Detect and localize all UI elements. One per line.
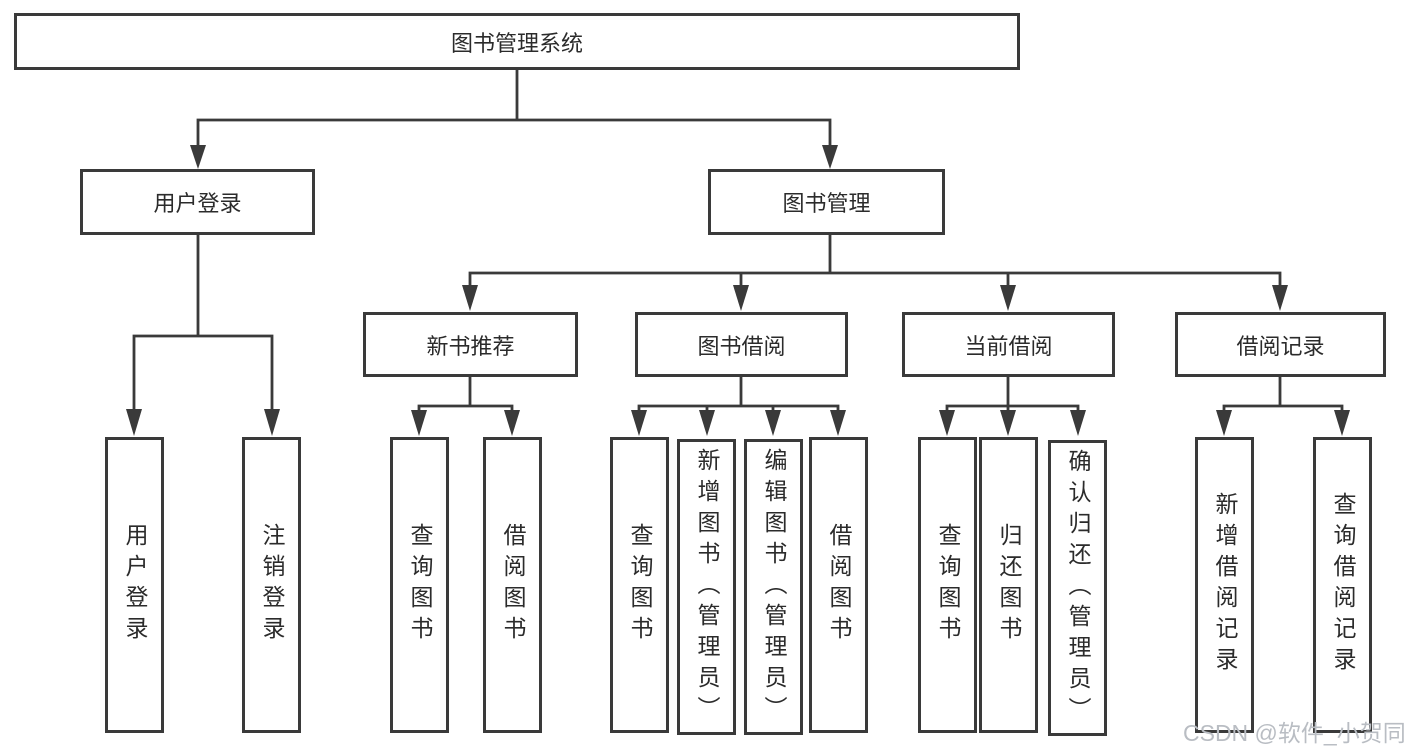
node-label: 借阅图书 <box>500 523 526 647</box>
node-label: 查询借阅记录 <box>1330 492 1356 678</box>
node-label: 图书管理系统 <box>450 30 583 56</box>
node-label: 借阅记录 <box>1236 333 1325 359</box>
node-query-books-current: 查询图书 <box>918 437 977 733</box>
node-label: 用户登录 <box>153 191 242 216</box>
node-label: 新增借阅记录 <box>1212 492 1238 678</box>
node-label: 图书借阅 <box>697 333 786 359</box>
node-label: 注销登录 <box>259 523 285 647</box>
node-user-login: 用户登录 <box>80 169 315 235</box>
node-edit-book-admin: 编辑图书（管理员） <box>744 439 803 735</box>
node-query-books-borrow: 查询图书 <box>610 437 669 733</box>
node-current-borrow: 当前借阅 <box>902 312 1115 377</box>
node-label: 查询图书 <box>627 523 653 647</box>
node-query-borrow-record: 查询借阅记录 <box>1313 437 1372 733</box>
node-library-management-system: 图书管理系统 <box>14 13 1020 70</box>
watermark: CSDN @软件_小贺同学 <box>1183 720 1405 746</box>
node-label: 查询图书 <box>935 523 961 647</box>
node-borrow-books-recommend: 借阅图书 <box>483 437 542 733</box>
node-logout: 注销登录 <box>242 437 301 733</box>
node-add-book-admin: 新增图书（管理员） <box>677 439 736 735</box>
node-label: 归还图书 <box>996 523 1022 647</box>
node-label: 新书推荐 <box>426 333 515 359</box>
node-label: 图书管理 <box>782 191 871 216</box>
node-book-borrow: 图书借阅 <box>635 312 848 377</box>
node-borrow-books-leaf: 借阅图书 <box>809 437 868 733</box>
node-borrow-records: 借阅记录 <box>1175 312 1386 377</box>
node-add-borrow-record: 新增借阅记录 <box>1195 437 1254 733</box>
node-label: 编辑图书（管理员） <box>761 447 787 727</box>
node-user-login-leaf: 用户登录 <box>105 437 164 733</box>
node-return-book: 归还图书 <box>979 437 1038 733</box>
node-label: 用户登录 <box>122 523 148 647</box>
node-label: 查询图书 <box>407 523 433 647</box>
node-confirm-return-admin: 确认归还（管理员） <box>1048 440 1107 736</box>
node-label: 新增图书（管理员） <box>694 447 720 727</box>
node-new-book-recommend: 新书推荐 <box>363 312 578 377</box>
node-book-management: 图书管理 <box>708 169 945 235</box>
node-label: 借阅图书 <box>826 523 852 647</box>
node-label: 确认归还（管理员） <box>1065 448 1091 728</box>
node-query-books-recommend: 查询图书 <box>390 437 449 733</box>
node-label: 当前借阅 <box>964 333 1053 359</box>
